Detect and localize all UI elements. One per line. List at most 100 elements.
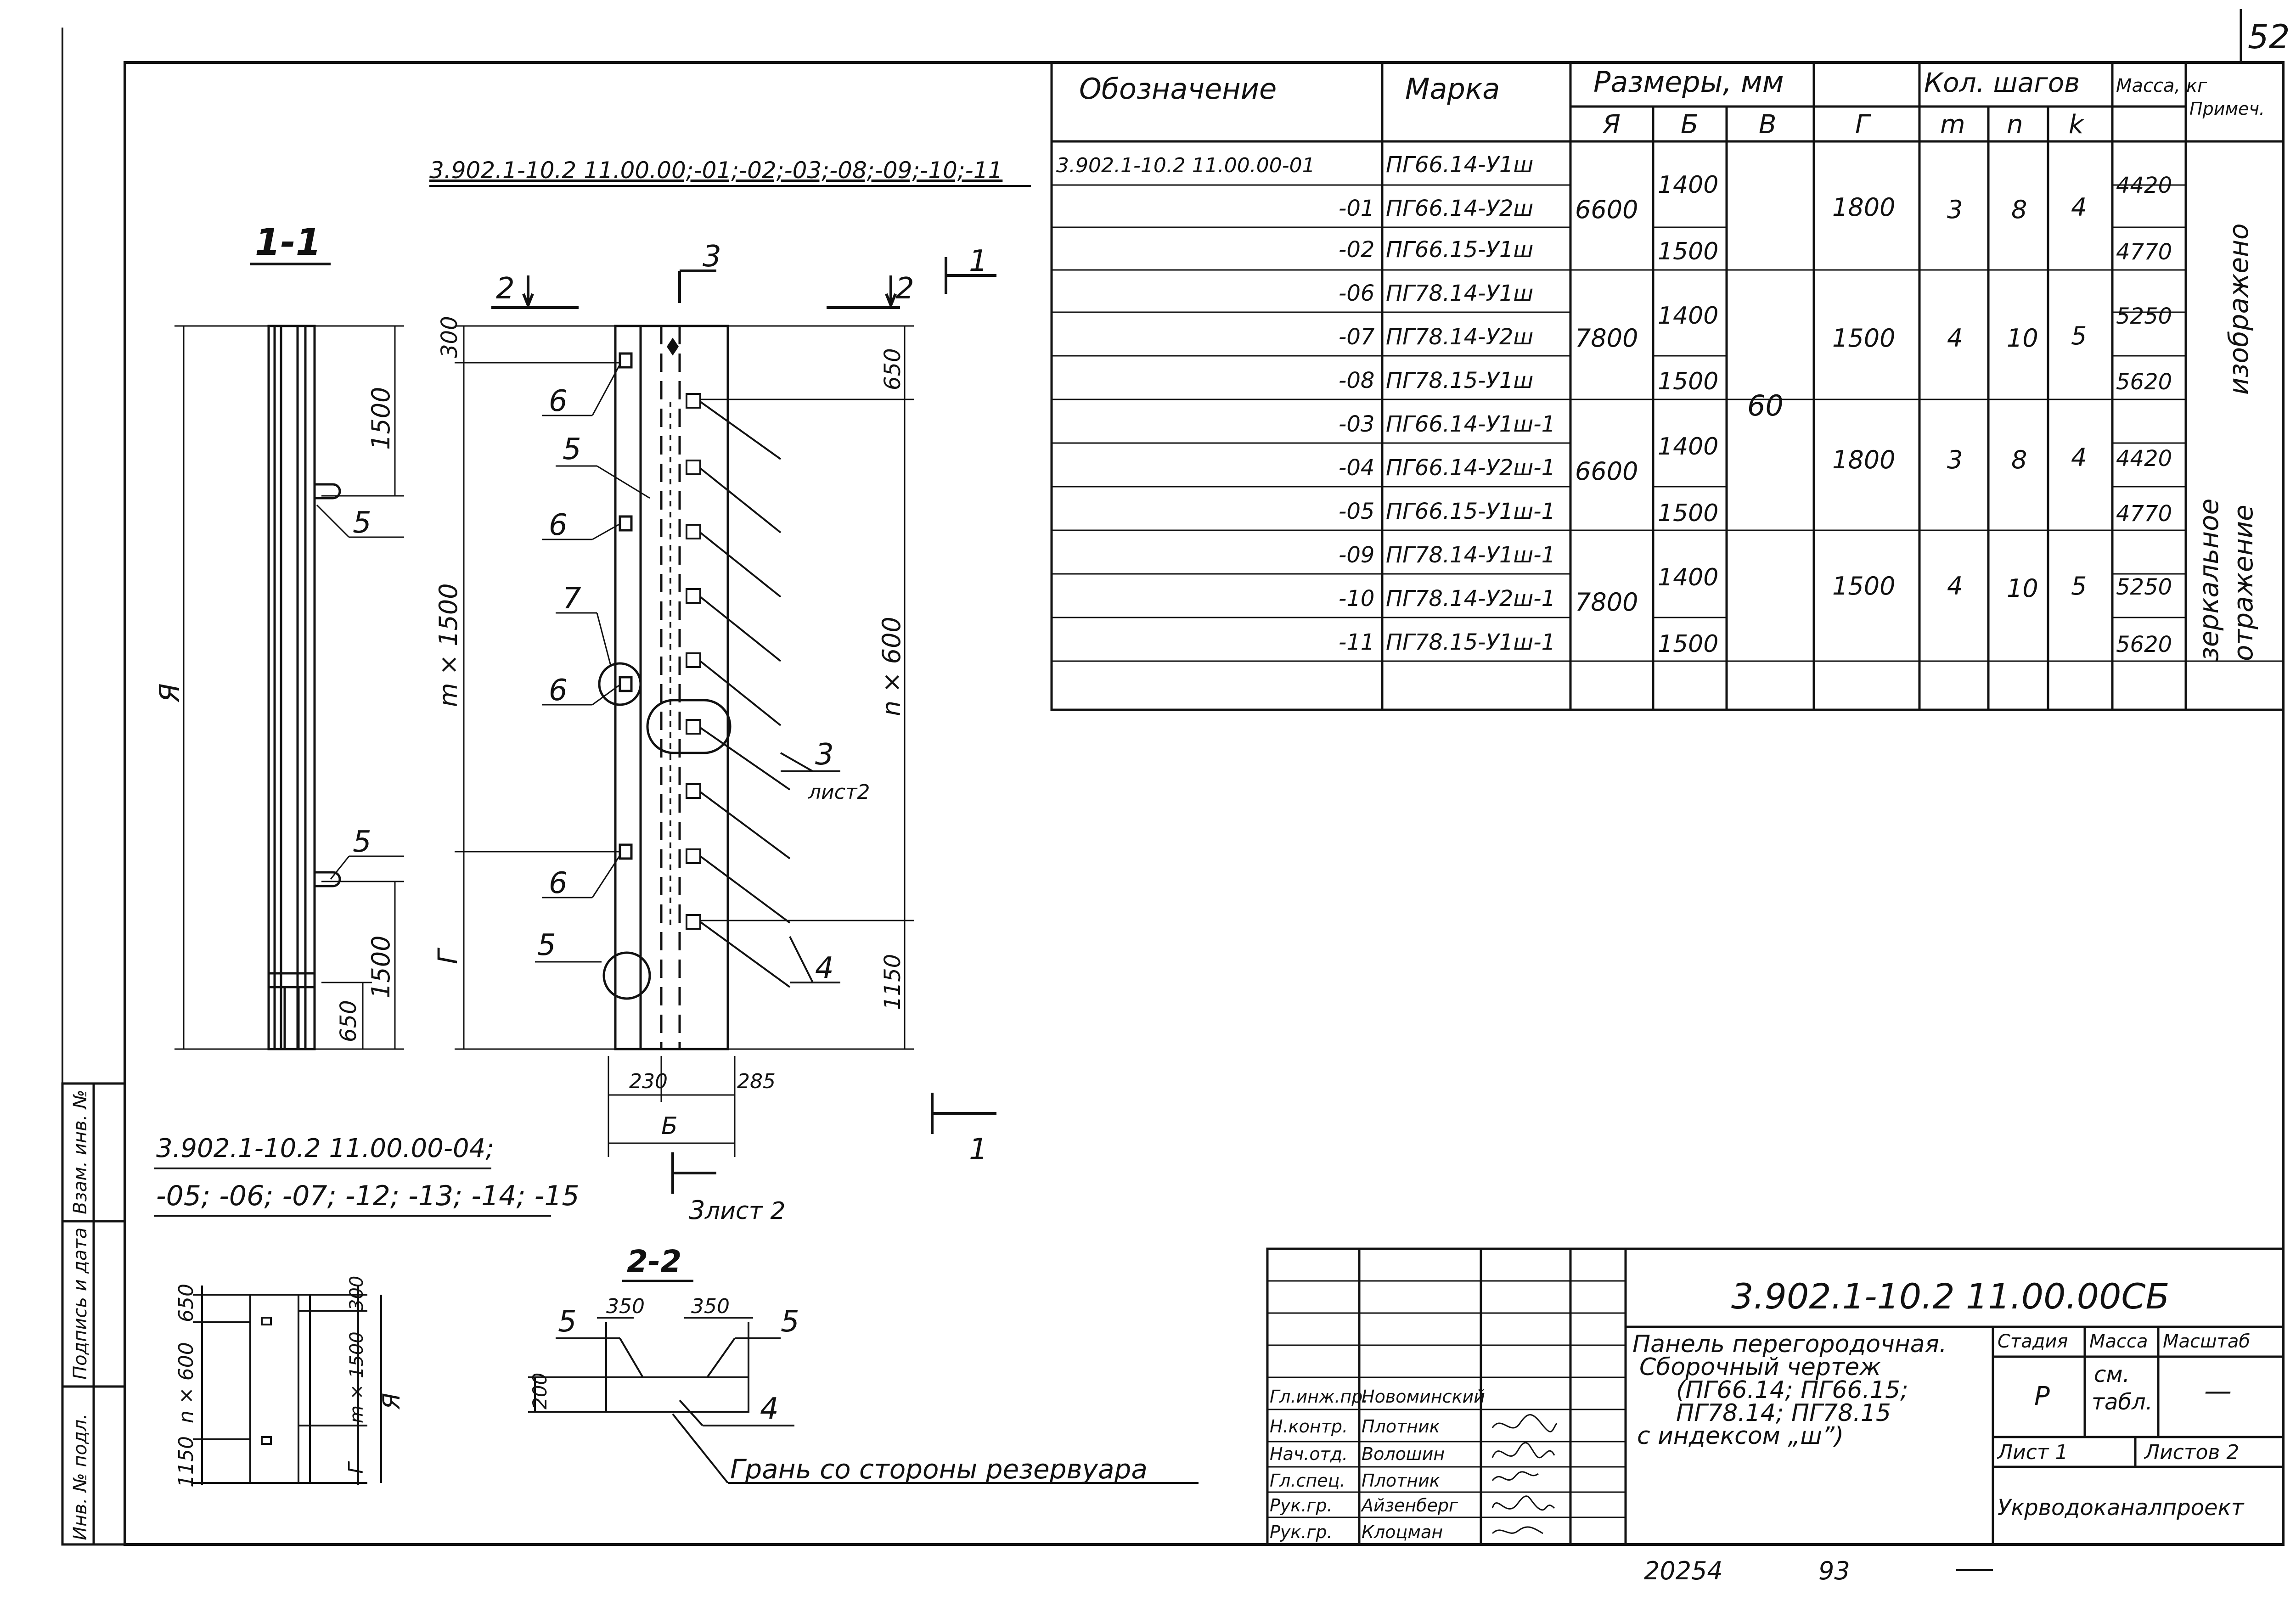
section-2-2-dim-350b: 350 bbox=[691, 1295, 730, 1318]
title-code: 3.902.1-10.2 11.00.00СБ bbox=[1731, 1276, 2170, 1317]
row-12-b: 1500 bbox=[1658, 630, 1718, 658]
th-sub-g: Г bbox=[1855, 110, 1871, 140]
group-3-k: 4 bbox=[2071, 443, 2087, 472]
row-7-mark: ПГ66.14-У1ш-1 bbox=[1386, 411, 1555, 437]
title-name-3: (ПГ66.14; ПГ66.15; bbox=[1676, 1376, 1908, 1404]
small-panel-view: 650 n × 600 1150 300 m × 1500 Г Я bbox=[174, 1276, 405, 1488]
section-1-1-dim-650: 650 bbox=[336, 1000, 361, 1042]
section-1-1-title: 1-1 bbox=[255, 221, 321, 264]
section-1-1-height-label: Я bbox=[154, 683, 186, 703]
row-3-mass: 4770 bbox=[2116, 239, 2172, 265]
section-2-2-view: 2-2 350 350 200 5 5 4 Грань со стороны р… bbox=[528, 1244, 1199, 1485]
small-dim-1150: 1150 bbox=[174, 1436, 198, 1488]
title-name-2: Сборочный чертеж bbox=[1639, 1353, 1881, 1381]
title-name-1: Панель перегородочная. bbox=[1632, 1331, 1947, 1358]
margin-inv-podl: Инв. № подл. bbox=[70, 1414, 91, 1540]
group-4-k: 5 bbox=[2071, 572, 2087, 601]
row-4-mark: ПГ78.14-У1ш bbox=[1386, 281, 1533, 306]
row-1-mark: ПГ66.14-У1ш bbox=[1386, 152, 1533, 178]
section-2-2-title: 2-2 bbox=[627, 1244, 681, 1279]
note-mirror-1: зеркальное bbox=[2193, 499, 2224, 661]
group-4-a: 7800 bbox=[1575, 588, 1638, 617]
staff-5-name: Айзенберг bbox=[1360, 1495, 1458, 1516]
group-3-m: 3 bbox=[1947, 445, 1963, 474]
row-9-b: 1500 bbox=[1658, 500, 1718, 527]
title-mass-value-2: табл. bbox=[2092, 1389, 2153, 1415]
small-dim-300: 300 bbox=[346, 1276, 367, 1311]
margin-vzam-inv: Взам. инв. № bbox=[70, 1089, 91, 1214]
sheet-corner-number: 52 bbox=[2248, 17, 2290, 56]
group-1-a: 6600 bbox=[1575, 195, 1638, 224]
row-9-mark: ПГ66.15-У1ш-1 bbox=[1386, 499, 1555, 524]
staff-2-name: Плотник bbox=[1362, 1416, 1440, 1437]
panel-elevation-view: 2 3 2 1 1 3 лист 2 bbox=[432, 240, 996, 1225]
elev-callout-7: 7 bbox=[563, 582, 581, 616]
cut-mark-1-top: 1 bbox=[969, 244, 988, 278]
title-block: 3.902.1-10.2 11.00.00СБ Панель перегород… bbox=[1266, 1247, 2285, 1546]
row-10-mass: 5250 bbox=[2116, 574, 2172, 600]
row-6-b: 1500 bbox=[1658, 368, 1718, 395]
section-1-1-callout-5a: 5 bbox=[353, 506, 371, 540]
th-sub-m: m bbox=[1940, 110, 1965, 140]
footer-number-2: 93 bbox=[1818, 1556, 1850, 1585]
th-sub-b: Б bbox=[1681, 110, 1698, 140]
section-1-1-dim-bottom: 1500 bbox=[366, 936, 395, 999]
staff-5-role: Рук.гр. bbox=[1270, 1495, 1333, 1516]
row-7-b: 1400 bbox=[1658, 433, 1718, 460]
group-2-g: 1500 bbox=[1832, 324, 1895, 353]
row-1-b: 1400 bbox=[1658, 171, 1718, 199]
left-margin-stamp bbox=[61, 1082, 126, 1546]
elev-dim-m1500: m × 1500 bbox=[434, 583, 463, 707]
row-3-des: -02 bbox=[1339, 237, 1374, 263]
staff-6-role: Рук.гр. bbox=[1270, 1522, 1333, 1542]
elev-dim-n600: n × 600 bbox=[877, 617, 906, 716]
small-dim-650: 650 bbox=[174, 1284, 198, 1322]
group-4-g: 1500 bbox=[1832, 572, 1895, 601]
elev-callout-6d: 6 bbox=[549, 866, 568, 900]
section-2-2-dim-200: 200 bbox=[529, 1373, 551, 1409]
row-5-des: -07 bbox=[1339, 324, 1375, 350]
group-2-a: 7800 bbox=[1575, 324, 1638, 353]
group-1-g: 1800 bbox=[1832, 193, 1895, 222]
th-mark: Марка bbox=[1405, 72, 1500, 106]
group-2-m: 4 bbox=[1947, 324, 1963, 353]
row-1-mass: 4420 bbox=[2116, 173, 2172, 198]
staff-1-role: Гл.инж.пр. bbox=[1270, 1387, 1368, 1407]
variant-list-top: 3.902.1-10.2 11.00.00;-01;-02;-03;-08;-0… bbox=[429, 157, 1002, 184]
row-5-mark: ПГ78.14-У2ш bbox=[1386, 324, 1533, 350]
group-1-m: 3 bbox=[1947, 195, 1963, 224]
section-3-ref-number: 3 bbox=[689, 1196, 705, 1225]
staff-3-name: Волошин bbox=[1362, 1444, 1445, 1464]
group-2-n: 10 bbox=[2007, 324, 2038, 353]
th-steps: Кол. шагов bbox=[1924, 67, 2080, 98]
note-mirror-2: отражение bbox=[2228, 505, 2259, 661]
section-2-2-callout-5b: 5 bbox=[781, 1305, 799, 1339]
elev-callout-3-sheet: лист2 bbox=[808, 780, 870, 804]
row-1-des: 3.902.1-10.2 11.00.00-01 bbox=[1056, 154, 1315, 177]
group-3-a: 6600 bbox=[1575, 457, 1638, 486]
row-4-des: -06 bbox=[1339, 281, 1374, 306]
title-sheet: Лист 1 bbox=[1997, 1441, 2068, 1464]
row-3-mark: ПГ66.15-У1ш bbox=[1386, 237, 1533, 263]
row-6-mass: 5620 bbox=[2116, 369, 2172, 395]
group-1-k: 4 bbox=[2071, 193, 2087, 222]
elev-callout-6b: 6 bbox=[549, 508, 568, 542]
title-scale-value: — bbox=[2204, 1375, 2232, 1407]
row-10-des: -09 bbox=[1339, 542, 1374, 568]
staff-6-name: Клоцман bbox=[1362, 1522, 1443, 1542]
row-4-mass: 5250 bbox=[2116, 303, 2172, 329]
section-1-1-view: 1-1 Я 1500 bbox=[154, 221, 404, 1050]
small-dim-m1500: m × 1500 bbox=[346, 1331, 367, 1423]
row-9-des: -05 bbox=[1339, 499, 1374, 524]
row-3-b: 1500 bbox=[1658, 238, 1718, 265]
th-mass: Масса, кг bbox=[2116, 75, 2207, 96]
staff-2-role: Н.контр. bbox=[1270, 1416, 1348, 1437]
row-7-des: -03 bbox=[1339, 411, 1374, 437]
staff-3-role: Нач.отд. bbox=[1270, 1444, 1348, 1464]
row-4-b: 1400 bbox=[1658, 302, 1718, 330]
title-org: Укрводоканалпроект bbox=[1998, 1495, 2245, 1521]
staff-4-name: Плотник bbox=[1362, 1471, 1440, 1491]
note-depicted: изображено bbox=[2223, 224, 2254, 395]
group-3-n: 8 bbox=[2011, 445, 2027, 474]
section-2-2-dim-350a: 350 bbox=[606, 1295, 645, 1318]
